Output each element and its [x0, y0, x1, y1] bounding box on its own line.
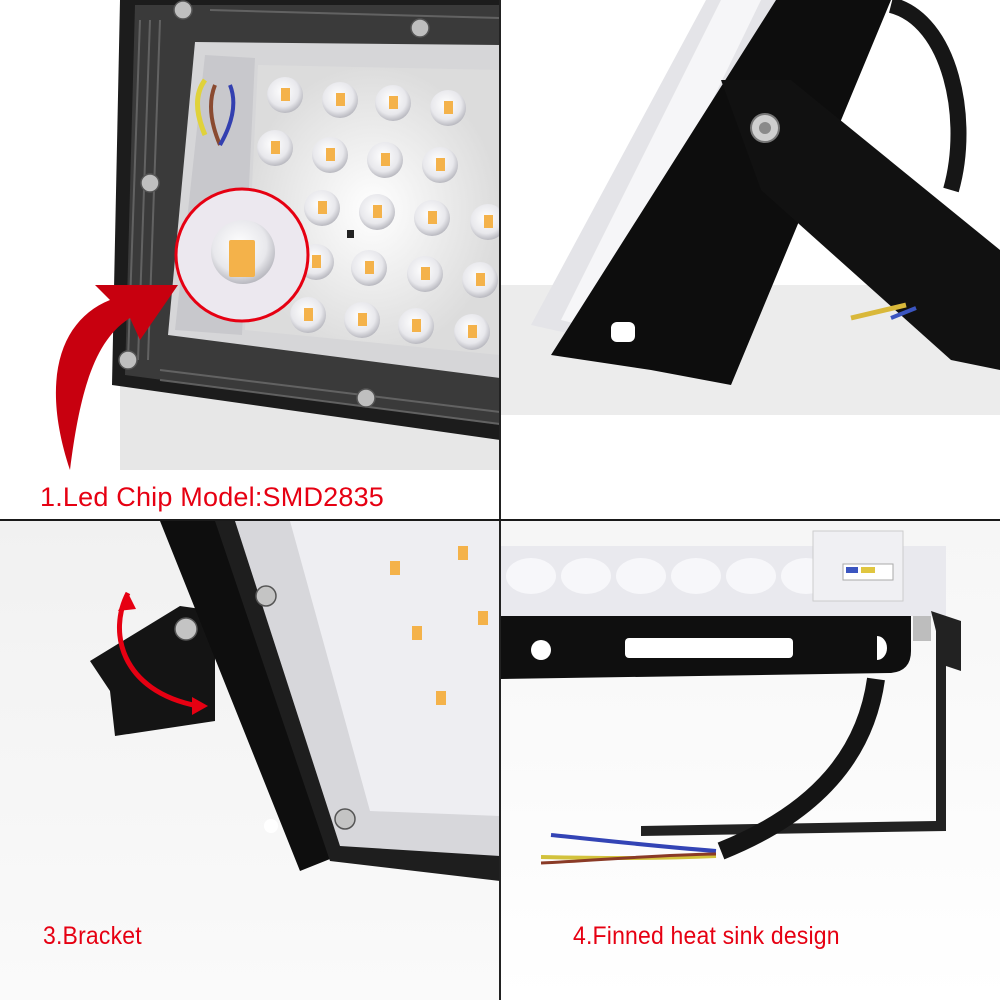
led-chip-closeup-photo — [55, 0, 500, 470]
panel-aluminum-body: 2.Aluminum lamp body — [501, 0, 1000, 520]
led-array — [257, 77, 500, 350]
panel-bracket: 180O Easy to Position Light up and Down … — [0, 521, 500, 1000]
lamp-underside-heat-sink-photo — [501, 530, 961, 865]
caption-led-chip: 1.Led Chip Model:SMD2835 — [40, 482, 385, 512]
rotation-arrow-icon — [116, 591, 208, 715]
panel-heat-sink: 4.Finned heat sink design — [501, 521, 1000, 1000]
screw-icons — [118, 0, 430, 408]
vertical-divider — [499, 0, 501, 1000]
caption-heat-sink: 4.Finned heat sink design — [573, 922, 840, 950]
red-arrow-icon — [55, 285, 178, 470]
lamp-side-profile-photo — [501, 0, 1000, 415]
caption-bracket: 3.Bracket — [43, 922, 142, 950]
bracket-hinge-photo — [90, 521, 500, 881]
panel-led-chip: 1.Led Chip Model:SMD2835 — [0, 0, 500, 520]
horizontal-divider — [0, 519, 1000, 521]
magnified-led-chip-circle — [174, 187, 310, 323]
